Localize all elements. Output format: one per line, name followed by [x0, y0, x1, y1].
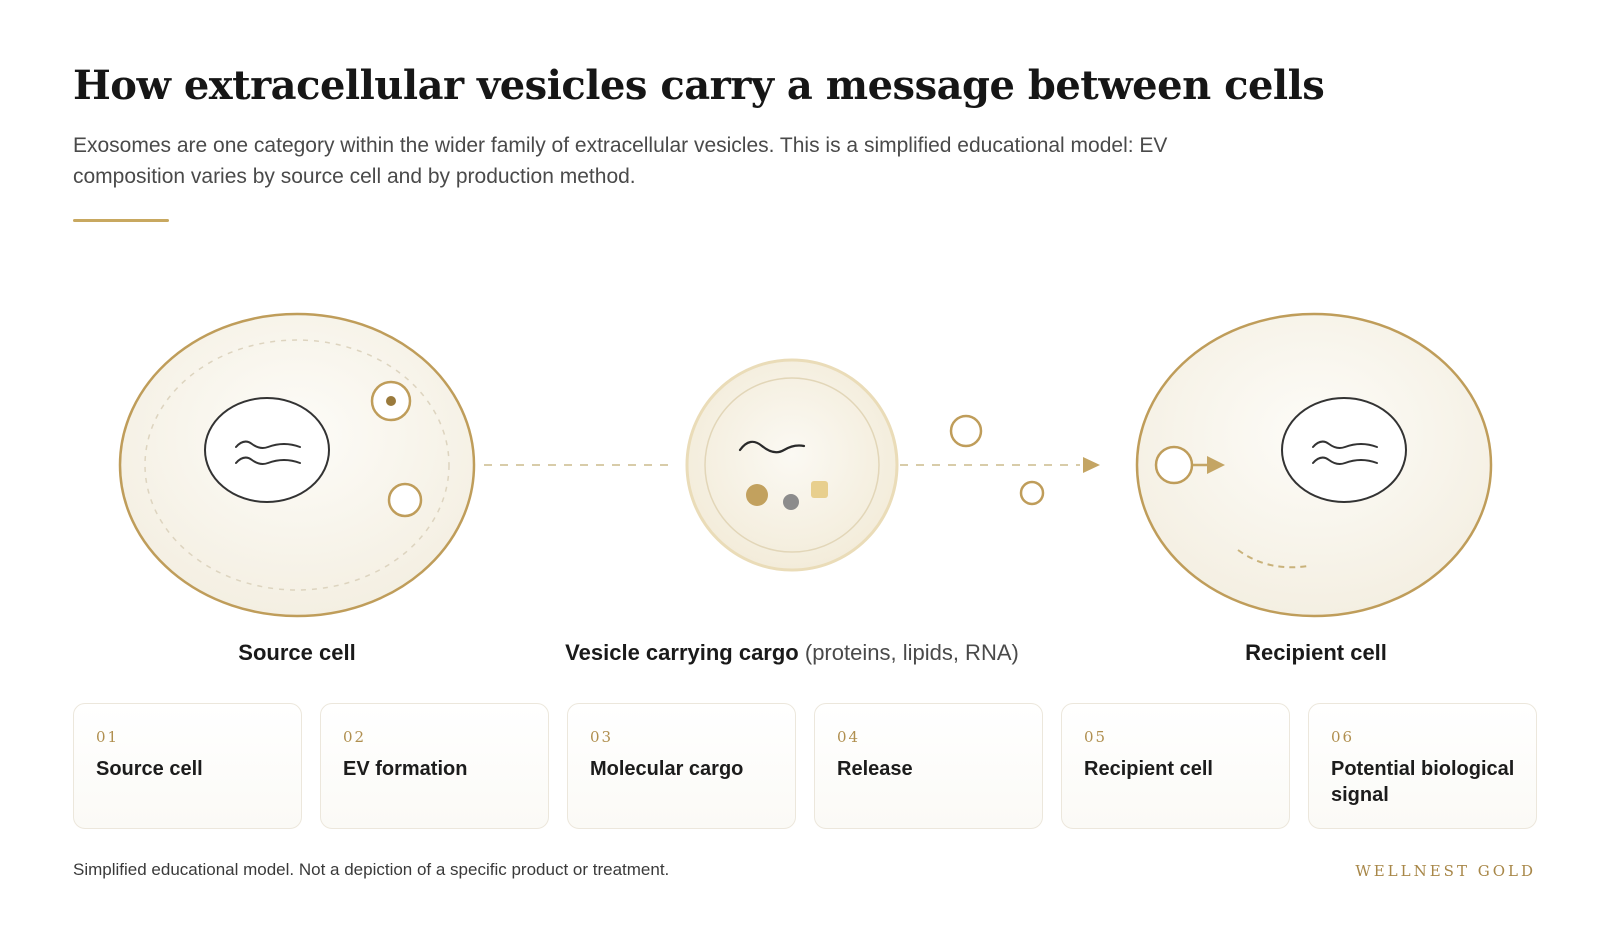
source-cell-inner-dashed-boundary	[144, 339, 450, 591]
vesicle-outer-membrane	[685, 358, 899, 572]
ev-diagram	[118, 312, 1493, 618]
step-number: 04	[837, 728, 861, 746]
step-card: 06 Potential biological signal	[1308, 703, 1537, 829]
rna-strand-icon	[738, 440, 806, 454]
docking-vesicle	[1154, 445, 1194, 485]
vesicle-label-text: Vesicle carrying cargo	[565, 640, 799, 665]
forming-vesicle-cargo-dot	[386, 396, 396, 406]
uptake-arrowhead-icon	[1207, 456, 1225, 474]
vesicle-label: Vesicle carrying cargo (proteins, lipids…	[565, 640, 1019, 666]
forming-vesicle	[387, 482, 423, 518]
step-number: 02	[343, 728, 367, 746]
step-card: 05 Recipient cell	[1061, 703, 1290, 829]
step-card: 01 Source cell	[73, 703, 302, 829]
step-label: Source cell	[96, 758, 203, 780]
recipient-nucleus-wave-icon	[1312, 440, 1378, 449]
signal-arc	[1237, 549, 1309, 569]
step-label: Recipient cell	[1084, 758, 1213, 780]
step-label: Potential biological signal	[1331, 758, 1515, 806]
step-number: 01	[96, 728, 120, 746]
step-list: 01 Source cell 02 EV formation 03 Molecu…	[73, 703, 1539, 829]
step-card: 02 EV formation	[320, 703, 549, 829]
footer-disclaimer: Simplified educational model. Not a depi…	[73, 860, 670, 879]
protein-cargo-dot	[746, 484, 768, 506]
recipient-nucleus-wave-icon-2	[1312, 456, 1378, 465]
source-cell-nucleus	[204, 397, 330, 503]
step-card: 04 Release	[814, 703, 1043, 829]
source-nucleus-wave-icon	[235, 440, 301, 449]
source-cell-label: Source cell	[238, 640, 355, 666]
step-number: 05	[1084, 728, 1108, 746]
pathway-arrowhead-icon	[1083, 457, 1100, 473]
cargo-square	[811, 481, 828, 498]
title-accent-rule	[73, 219, 169, 222]
step-number: 03	[590, 728, 614, 746]
brand-wordmark: WELLNEST GOLD	[1355, 862, 1536, 880]
vesicle-illustration	[685, 358, 899, 572]
recipient-cell-label: Recipient cell	[1245, 640, 1387, 666]
floating-vesicle-upper	[949, 414, 983, 448]
step-label: EV formation	[343, 758, 468, 780]
recipient-cell-nucleus	[1281, 397, 1407, 503]
recipient-cell-illustration	[1135, 312, 1493, 618]
vesicle-inner-membrane	[704, 377, 880, 553]
step-label: Molecular cargo	[590, 758, 744, 780]
step-card: 03 Molecular cargo	[567, 703, 796, 829]
step-number: 06	[1331, 728, 1355, 746]
page-title: How extracellular vesicles carry a messa…	[73, 62, 1325, 109]
source-cell-label-text: Source cell	[238, 640, 356, 665]
floating-vesicle-lower	[1019, 480, 1045, 506]
recipient-cell-label-text: Recipient cell	[1245, 640, 1387, 665]
vesicle-label-note: (proteins, lipids, RNA)	[804, 640, 1019, 665]
source-nucleus-wave-icon-2	[235, 456, 301, 465]
page-subtitle: Exosomes are one category within the wid…	[73, 134, 1168, 188]
lipid-cargo-dot	[783, 494, 799, 510]
step-label: Release	[837, 758, 913, 780]
source-cell-illustration	[118, 312, 476, 618]
